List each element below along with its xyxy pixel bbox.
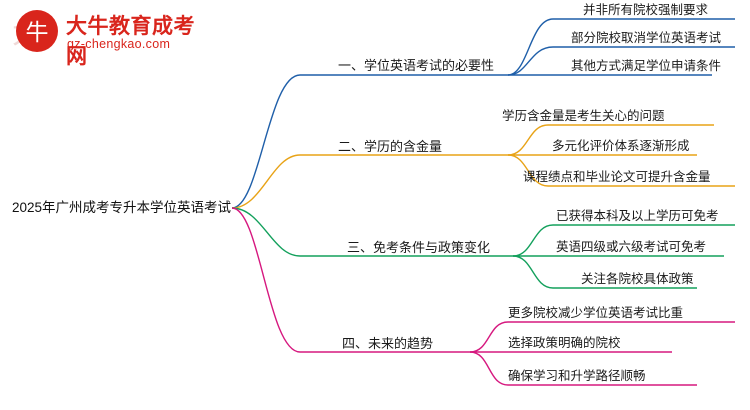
mindmap-leaf-3-3[interactable]: 关注各院校具体政策 [581, 272, 694, 286]
bull-logo-icon: 大 牛 [12, 8, 60, 54]
mindmap-branch-4[interactable]: 四、未来的趋势 [342, 336, 434, 351]
mindmap-root-node[interactable]: 2025年广州成考专升本学位英语考试 [12, 200, 232, 215]
logo-url-text: gz-chengkao.com [67, 37, 171, 51]
mindmap-leaf-2-3[interactable]: 课程绩点和毕业论文可提升含金量 [523, 170, 711, 184]
mindmap-leaf-1-2[interactable]: 部分院校取消学位英语考试 [571, 31, 722, 45]
svg-text:牛: 牛 [26, 20, 49, 46]
mindmap-leaf-2-1[interactable]: 学历含金量是考生关心的问题 [502, 109, 665, 123]
mindmap-leaf-3-2[interactable]: 英语四级或六级考试可免考 [556, 240, 707, 254]
mindmap-leaf-4-1[interactable]: 更多院校减少学位英语考试比重 [508, 306, 684, 320]
mindmap-leaf-4-3[interactable]: 确保学习和升学路径顺畅 [508, 369, 646, 383]
logo-circle-shape [16, 10, 58, 52]
mindmap-leaf-2-2[interactable]: 多元化评价体系逐渐形成 [552, 139, 690, 153]
site-logo: 大 牛 大牛教育成考网 gz-chengkao.com [12, 6, 214, 68]
bull-glyph-icon: 牛 [26, 20, 49, 46]
mindmap-leaf-1-1[interactable]: 并非所有院校强制要求 [583, 3, 709, 17]
mindmap-leaf-3-1[interactable]: 已获得本科及以上学历可免考 [556, 209, 719, 223]
mindmap-branch-1[interactable]: 一、学位英语考试的必要性 [338, 58, 495, 73]
mindmap-branch-2[interactable]: 二、学历的含金量 [338, 139, 443, 154]
logo-brand-text: 大牛教育成考网 [66, 14, 195, 68]
mindmap-leaf-1-3[interactable]: 其他方式满足学位申请条件 [571, 59, 722, 73]
mindmap-branch-3[interactable]: 三、免考条件与政策变化 [347, 240, 491, 255]
mindmap-leaf-4-2[interactable]: 选择政策明确的院校 [508, 336, 621, 350]
